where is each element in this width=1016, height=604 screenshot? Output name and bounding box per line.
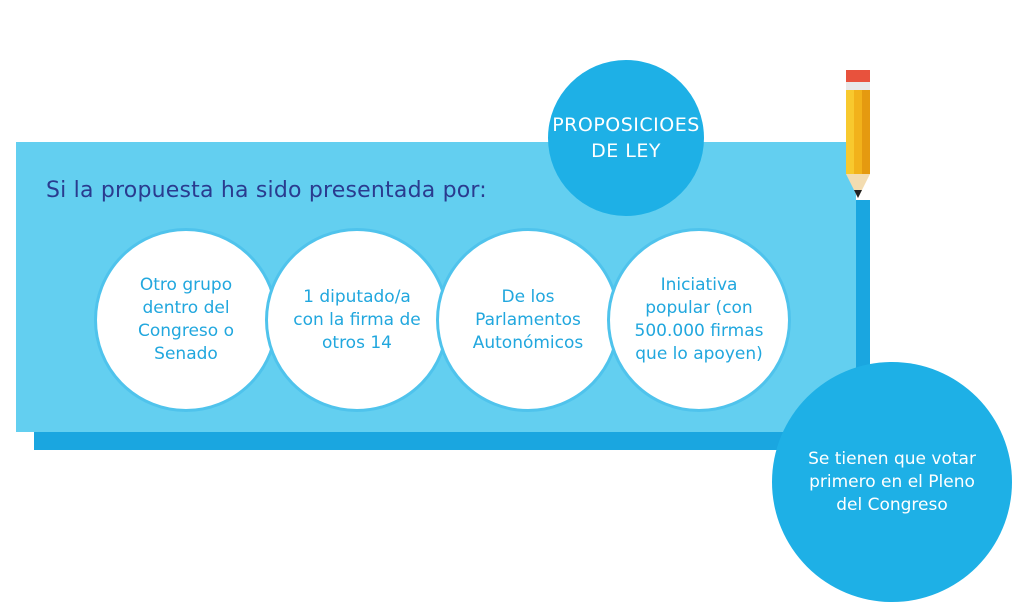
option-circle-4: Iniciativa popular (con 500.000 firmas q…: [607, 228, 791, 412]
option-circle-2: 1 diputado/a con la firma de otros 14: [265, 228, 449, 412]
option-circle-1: Otro grupo dentro del Congreso o Senado: [94, 228, 278, 412]
option-label: Iniciativa popular (con 500.000 firmas q…: [634, 275, 764, 364]
outcome-text: Se tienen que votar primero en el Pleno …: [808, 448, 976, 515]
panel-lead-text: Si la propuesta ha sido presentada por:: [46, 178, 487, 203]
option-label: Otro grupo dentro del Congreso o Senado: [138, 275, 234, 364]
option-circle-3: De los Parlamentos Autonómicos: [436, 228, 620, 412]
panel-shadow: [34, 432, 870, 450]
option-label: 1 diputado/a con la firma de otros 14: [293, 286, 421, 353]
option-label: De los Parlamentos Autonómicos: [472, 286, 584, 353]
title-circle: PROPOSICIOES DE LEY: [548, 60, 704, 216]
outcome-circle: Se tienen que votar primero en el Pleno …: [772, 362, 1012, 602]
pencil-icon: [846, 70, 870, 198]
title-text: PROPOSICIOES DE LEY: [552, 114, 700, 162]
